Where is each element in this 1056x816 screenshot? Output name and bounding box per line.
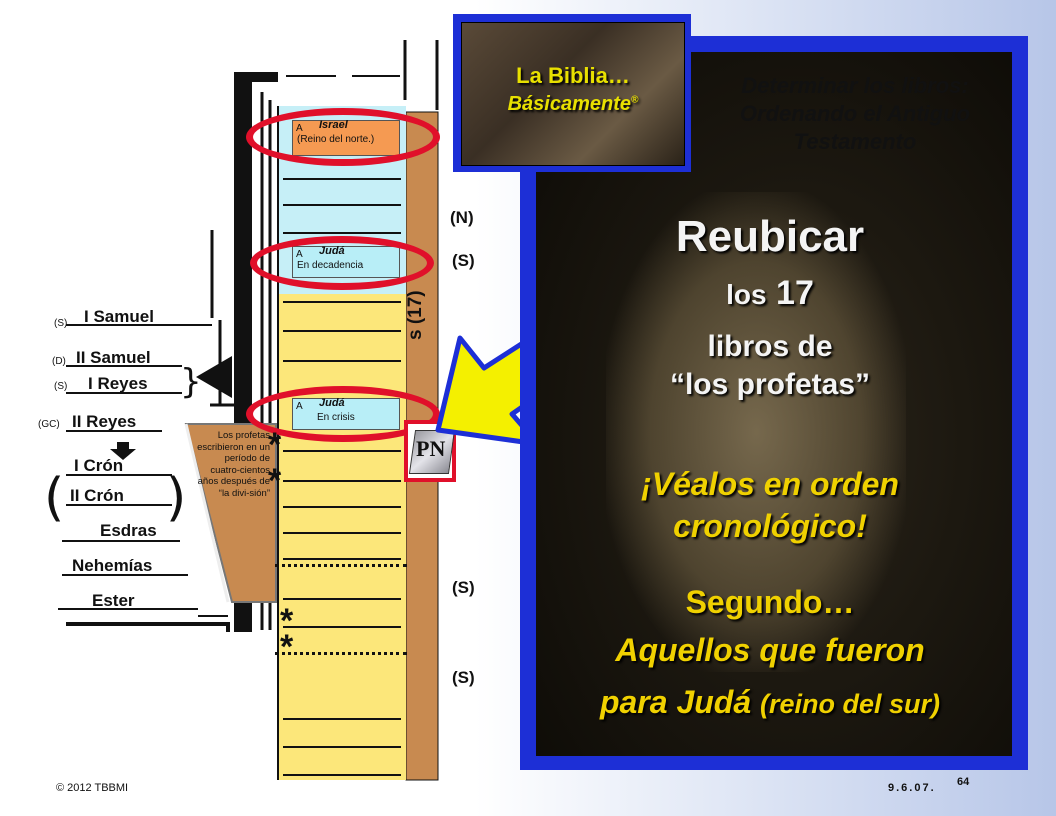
book-label: I Samuel [84, 307, 154, 326]
pn-badge-text: PN [416, 436, 446, 461]
count-line: los 17 [726, 274, 814, 312]
cave-background [536, 52, 1012, 756]
profetas-line: “los profetas” [669, 368, 871, 401]
libros-line: libros de [707, 330, 833, 363]
logo-image: La Biblia… Básicamente® [461, 22, 685, 166]
book-label: II Reyes [72, 412, 137, 431]
logo-box: La Biblia… Básicamente® [453, 14, 691, 172]
book-tag: (D) [52, 356, 66, 367]
segundo-line: Segundo… [685, 584, 855, 620]
highlight-ring [246, 386, 440, 442]
para-line: para Judá (reino del sur) [599, 684, 941, 720]
highlight-ring [246, 108, 440, 166]
star-icon: * [268, 462, 282, 500]
svg-text:}: } [180, 362, 202, 402]
copyright: © 2012 TBBMI [56, 782, 129, 794]
aquellos-line: Aquellos que fueron [615, 632, 925, 668]
book-label: Ester [92, 591, 135, 610]
reubicar-title: Reubicar [675, 212, 865, 261]
book-tag: (GC) [38, 419, 60, 430]
prophets-note: Los profetas escribieron en un período d… [197, 430, 270, 499]
kingdom-marker: (S) [452, 668, 475, 687]
star-icon: * [280, 602, 294, 640]
book-label: Esdras [100, 521, 157, 540]
book-label: Nehemías [72, 556, 153, 575]
book-label: II Crón [70, 486, 124, 505]
logo-line1: La Biblia… [516, 63, 630, 88]
page-number: 64 [957, 776, 970, 788]
panel-heading: Determinar los libros: Ordenando el Anti… [739, 73, 971, 154]
book-label: II Samuel [76, 348, 151, 367]
veal-line2: cronológico! [673, 508, 867, 544]
logo-line2: Básicamente® [507, 93, 639, 115]
kingdom-marker: (S) [452, 251, 475, 270]
veal-line1: ¡Véalos en orden [641, 466, 899, 502]
content-panel [520, 36, 1028, 770]
book-tag: (S) [54, 381, 68, 392]
book-label: I Reyes [88, 374, 148, 393]
svg-text:): ) [166, 468, 186, 528]
kingdom-marker: (N) [450, 208, 474, 227]
book-label: I Crón [74, 456, 124, 475]
highlight-ring [250, 236, 434, 290]
kingdom-marker: (S) [452, 578, 475, 597]
book-tag: (S) [54, 318, 68, 329]
svg-text:(: ( [44, 468, 64, 528]
star-icon: * [280, 628, 294, 666]
slide-code: 9.6.07. [888, 782, 936, 794]
star-icon: * [268, 426, 282, 464]
